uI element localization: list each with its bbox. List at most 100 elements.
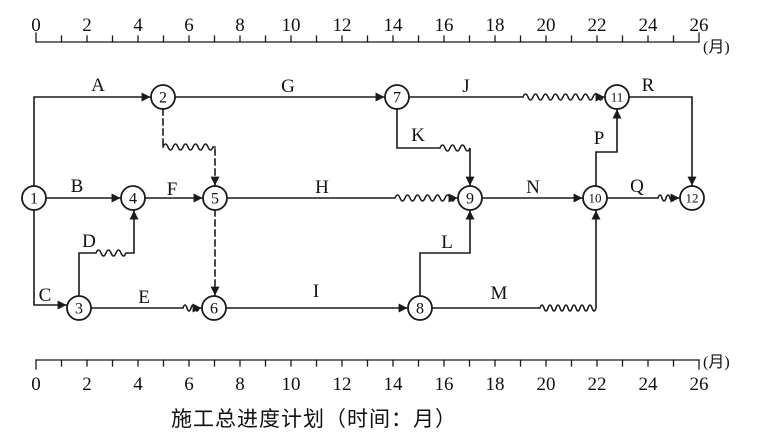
timescale-bottom-label-10: 10	[282, 374, 301, 395]
activity-Q-label: Q	[630, 176, 644, 197]
activity-M: M	[431, 210, 601, 312]
timescale-top-label-16: 16	[435, 15, 454, 36]
node-5-number: 5	[211, 191, 219, 208]
activity-G-label: G	[281, 76, 295, 97]
timescale-bottom: 0 2 4 6 8 10 12 14 16 18 20 22 24 26 (月)	[31, 354, 729, 395]
timescale-top-label-12: 12	[333, 15, 352, 36]
activity-C: C	[33, 209, 67, 310]
activity-J: J	[408, 76, 605, 102]
node-7: 7	[384, 84, 410, 110]
activity-K-label: K	[411, 125, 425, 146]
node-8-number: 8	[416, 301, 424, 318]
activity-G: G	[174, 76, 385, 102]
activity-P-label: P	[594, 128, 605, 149]
activity-A-arrow	[33, 92, 151, 187]
dummy-relations-layer	[161, 108, 220, 296]
timescale-top-label-10: 10	[282, 15, 301, 36]
timescale-top-label-4: 4	[133, 15, 143, 36]
activity-L-arrow	[419, 210, 475, 297]
timescale-bottom-label-2: 2	[82, 374, 92, 395]
node-2-circle	[150, 84, 176, 110]
activity-D-arrow	[78, 210, 139, 297]
node-7-circle	[384, 84, 410, 110]
node-12: 12	[679, 185, 705, 211]
timescale-top-label-20: 20	[537, 15, 556, 36]
timescale-top-label-0: 0	[31, 15, 41, 36]
activity-E: E	[90, 287, 202, 313]
timescale-bottom-label-16: 16	[435, 374, 454, 395]
node-10-circle	[582, 185, 608, 211]
timescale-bottom-label-24: 24	[639, 374, 659, 395]
node-2: 2	[150, 84, 176, 110]
timescale-bottom-label-12: 12	[333, 374, 352, 395]
node-10: 10	[582, 185, 608, 211]
timescale-top-unit-label: (月)	[703, 39, 730, 56]
timescale-bottom-label-18: 18	[486, 374, 505, 395]
timescale-bottom-label-20: 20	[537, 374, 556, 395]
activity-K-arrow	[396, 108, 475, 186]
dummy-2-5-free-float-wave	[161, 143, 216, 151]
node-11-circle	[604, 84, 630, 110]
activity-A: A	[33, 75, 151, 187]
timescale-top-label-6: 6	[184, 15, 194, 36]
timescale-bottom-label-26: 26	[690, 374, 709, 395]
node-12-number: 12	[686, 191, 699, 206]
activity-A-label: A	[91, 75, 105, 96]
activity-Q: Q	[607, 176, 680, 203]
timescale-top-label-26: 26	[690, 15, 709, 36]
node-10-number: 10	[589, 191, 602, 206]
node-4: 4	[120, 185, 146, 211]
node-7-number: 7	[393, 90, 401, 107]
node-6: 6	[201, 295, 227, 321]
timescale-top-label-18: 18	[486, 15, 505, 36]
timescale-bottom-label-22: 22	[588, 374, 607, 395]
activity-L-label: L	[441, 232, 453, 253]
activity-E-label: E	[138, 287, 150, 308]
activity-M-arrow	[431, 210, 601, 312]
activity-D: D	[78, 210, 139, 297]
timescale-bottom-label-4: 4	[133, 374, 143, 395]
activity-H: H	[226, 177, 458, 203]
timescale-bottom-label-0: 0	[31, 374, 41, 395]
node-8-circle	[407, 295, 433, 321]
nodes-layer: 1 2 3 4 5 6 7 8	[21, 84, 705, 321]
timescale-top-label-22: 22	[588, 15, 607, 36]
node-9-number: 9	[466, 191, 474, 208]
activity-B-label: B	[71, 176, 84, 197]
activity-K: K	[396, 108, 475, 186]
node-6-number: 6	[210, 301, 218, 318]
activities-layer: A B C D E F G H	[33, 75, 697, 313]
timescale-bottom-label-14: 14	[384, 374, 404, 395]
activity-H-label: H	[315, 177, 329, 198]
node-1-number: 1	[30, 191, 38, 208]
activity-F-label: F	[167, 179, 178, 200]
timescale-bottom-tick-marks	[35, 359, 700, 370]
activity-R-label: R	[642, 75, 655, 96]
node-9-circle	[457, 185, 483, 211]
activity-H-arrow	[226, 193, 458, 203]
activity-D-label: D	[82, 231, 96, 252]
timescale-bottom-label-8: 8	[235, 374, 245, 395]
node-5-circle	[202, 185, 228, 211]
activity-I-label: I	[313, 281, 319, 302]
activity-N: N	[481, 177, 583, 203]
node-3: 3	[66, 295, 92, 321]
timescale-top-label-2: 2	[82, 15, 92, 36]
node-11-number: 11	[611, 90, 624, 105]
node-1-circle	[21, 185, 47, 211]
timescale-top-label-24: 24	[639, 15, 659, 36]
activity-C-arrow	[33, 209, 67, 310]
activity-B: B	[45, 176, 121, 203]
node-9: 9	[457, 185, 483, 211]
activity-Q-arrow	[607, 193, 680, 203]
activity-C-label: C	[39, 285, 52, 306]
activity-M-label: M	[491, 283, 508, 304]
timescale-bottom-unit-label: (月)	[703, 354, 730, 371]
activity-L: L	[419, 210, 475, 297]
activity-I: I	[225, 281, 408, 313]
activity-F: F	[144, 179, 203, 203]
node-1: 1	[21, 185, 47, 211]
node-6-circle	[201, 295, 227, 321]
